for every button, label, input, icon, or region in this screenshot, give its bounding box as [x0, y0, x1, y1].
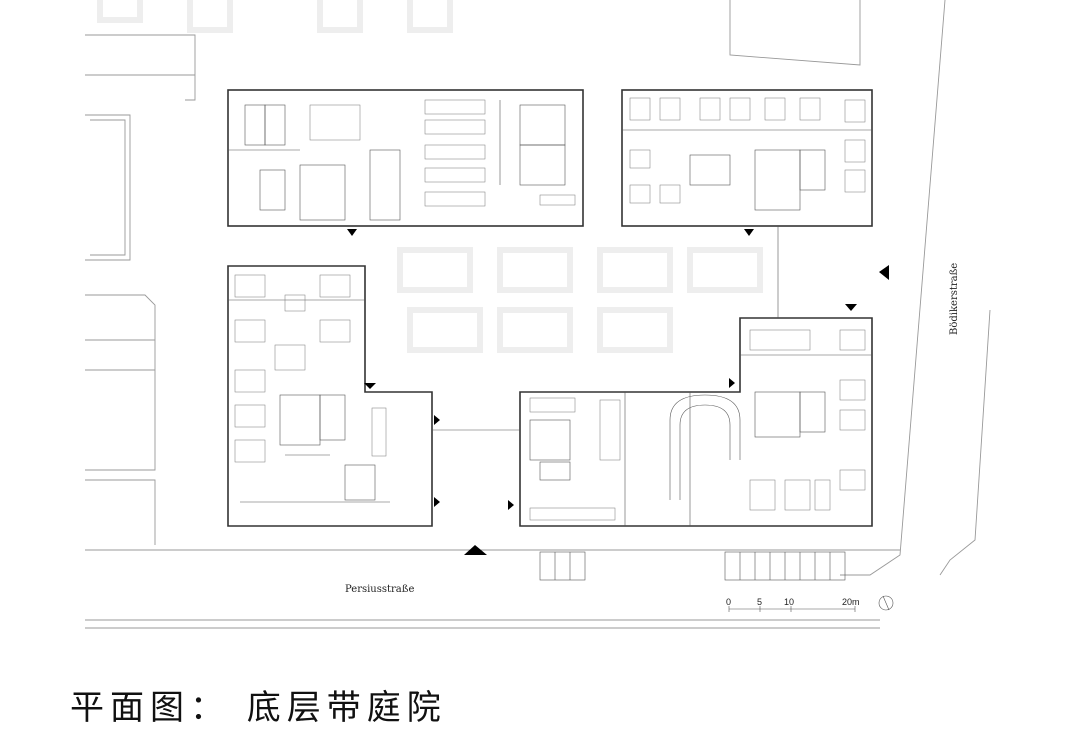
parking-bays	[539, 551, 846, 581]
street-label-south: Persiusstraße	[345, 584, 414, 595]
ghost-background	[97, 0, 763, 353]
courtyard-axes	[432, 226, 779, 431]
furniture-northeast	[629, 97, 866, 204]
entrance-marker	[347, 229, 357, 236]
context-buildings	[85, 0, 991, 629]
scale-tick-label: 10	[784, 597, 794, 607]
street-label-east: Bödikerstraße	[949, 263, 960, 335]
building-northwest	[227, 89, 584, 227]
building-southwest	[227, 265, 433, 527]
north-arrow-icon	[878, 595, 894, 611]
scale-tick-label: 5	[757, 597, 762, 607]
entrance-marker	[879, 265, 889, 280]
scale-bar: 0 5 10 20m	[726, 597, 860, 612]
furniture-southeast	[529, 329, 866, 521]
entrance-marker	[729, 378, 735, 388]
entrance-marker	[364, 383, 376, 389]
entrance-marker	[744, 229, 754, 236]
furniture-northwest	[309, 99, 576, 207]
entrance-markers	[347, 229, 889, 555]
building-southeast	[519, 317, 873, 527]
entrance-marker	[434, 415, 440, 425]
scale-tick-label: 20m	[842, 597, 860, 607]
entrance-marker	[508, 500, 514, 510]
building-northeast	[621, 89, 873, 227]
entrance-marker	[434, 497, 440, 507]
entrance-marker-main	[464, 545, 487, 555]
figure-caption: 平面图： 底层带庭院	[70, 688, 447, 728]
entrance-marker	[845, 304, 857, 311]
furniture-southwest	[234, 274, 387, 463]
scale-tick-label: 0	[726, 597, 731, 607]
